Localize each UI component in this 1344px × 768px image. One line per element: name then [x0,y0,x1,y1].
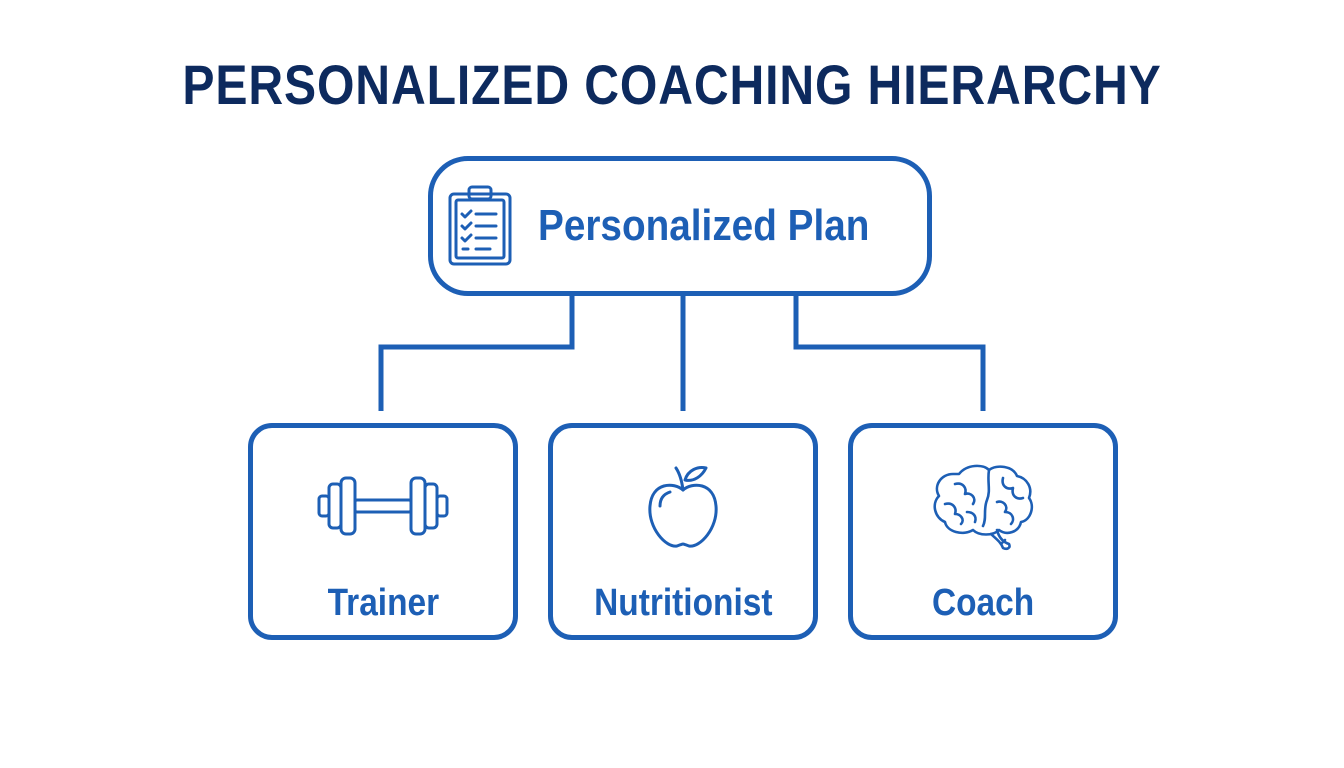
root-node-label: Personalized Plan [537,201,870,250]
diagram-title: PERSONALIZED COACHING HIERARCHY [182,53,1162,116]
connector-coach [793,296,986,411]
clipboard-checklist-icon [446,184,514,268]
brain-icon [931,458,1035,554]
dumbbell-icon [316,458,450,554]
child-node-coach: Coach [848,423,1118,640]
child-node-label-nutritionist: Nutritionist [593,582,773,624]
apple-icon [644,458,722,554]
child-node-nutritionist: Nutritionist [548,423,818,640]
child-node-label-trainer: Trainer [327,582,439,624]
root-node-personalized-plan: Personalized Plan [428,156,932,296]
child-node-label-coach: Coach [931,582,1035,624]
connector-trainer [378,296,575,411]
child-node-trainer: Trainer [248,423,518,640]
